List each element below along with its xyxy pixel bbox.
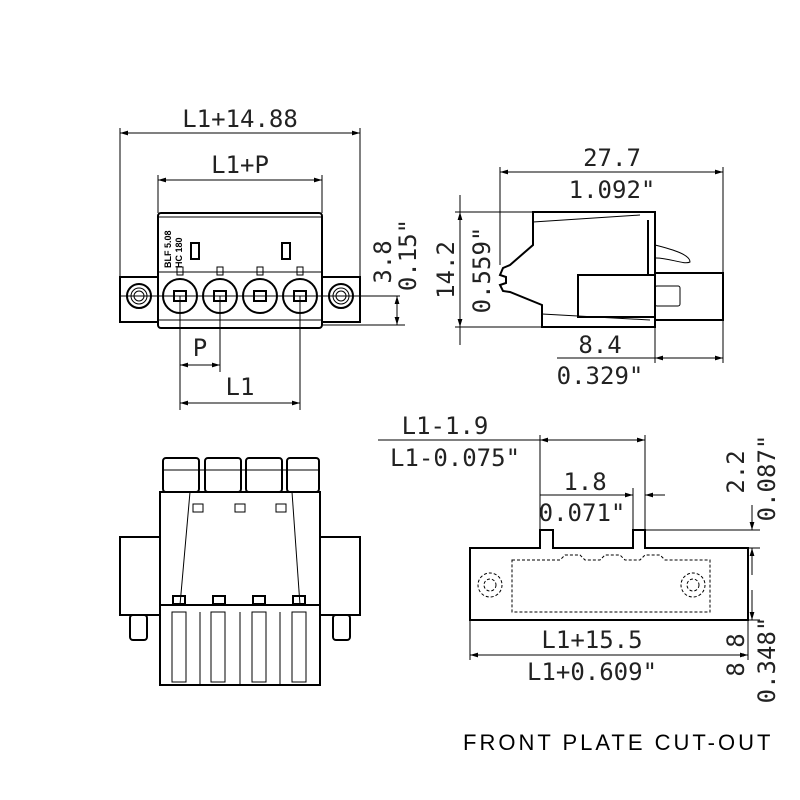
dim-side-height-mm: 14.2 [432, 241, 460, 299]
front-view: L1+14.88 L1+P BLF 5.08 HC 180 3.8 0.15" … [119, 105, 422, 410]
dim-tab-height-in: 0.087" [753, 435, 781, 522]
side-view: 27.7 1.092" 14.2 0.559" 8.4 0.329" [432, 144, 724, 390]
screw-terminals [162, 266, 318, 314]
mounting-flange-right [321, 276, 361, 323]
cutout-caption: FRONT PLATE CUT-OUT [463, 730, 773, 755]
dim-total-width-mm: L1+15.5 [541, 626, 642, 654]
dim-side-height-in: 0.559" [468, 227, 496, 314]
dim-cutout-width-in: L1-0.075" [390, 444, 520, 472]
dim-pitch: P [193, 334, 207, 362]
marking-line1: BLF 5.08 [163, 230, 173, 268]
dim-height-mm: 3.8 [369, 240, 397, 283]
side-body [498, 211, 656, 328]
dim-offset-mm: 8.4 [578, 331, 621, 359]
wire-entry [577, 274, 656, 318]
plug-body [157, 212, 323, 329]
dim-body-width: L1+P [211, 151, 269, 179]
dim-height-in: 0.15" [394, 219, 422, 291]
marking-line2: HC 180 [174, 237, 184, 268]
dim-overall-width: L1+14.88 [182, 105, 298, 133]
mounting-flange-left [119, 276, 159, 323]
dim-total-width-in: L1+0.609" [527, 658, 657, 686]
top-view [119, 457, 361, 686]
front-plate-cutout: L1-1.9 L1-0.075" 1.8 0.071" 2.2 0.087" 8… [378, 412, 781, 755]
dim-cutout-width-mm: L1-1.9 [402, 412, 489, 440]
dim-tab-in: 0.071" [539, 499, 626, 527]
dim-side-length-in: 1.092" [569, 176, 656, 204]
dim-length: L1 [226, 373, 255, 401]
dim-side-length-mm: 27.7 [583, 144, 641, 172]
dim-offset-in: 0.329" [557, 362, 644, 390]
dim-tab-height-mm: 2.2 [722, 450, 750, 493]
dim-cutout-height-in: 0.348" [753, 617, 781, 704]
dim-tab-mm: 1.8 [563, 468, 606, 496]
